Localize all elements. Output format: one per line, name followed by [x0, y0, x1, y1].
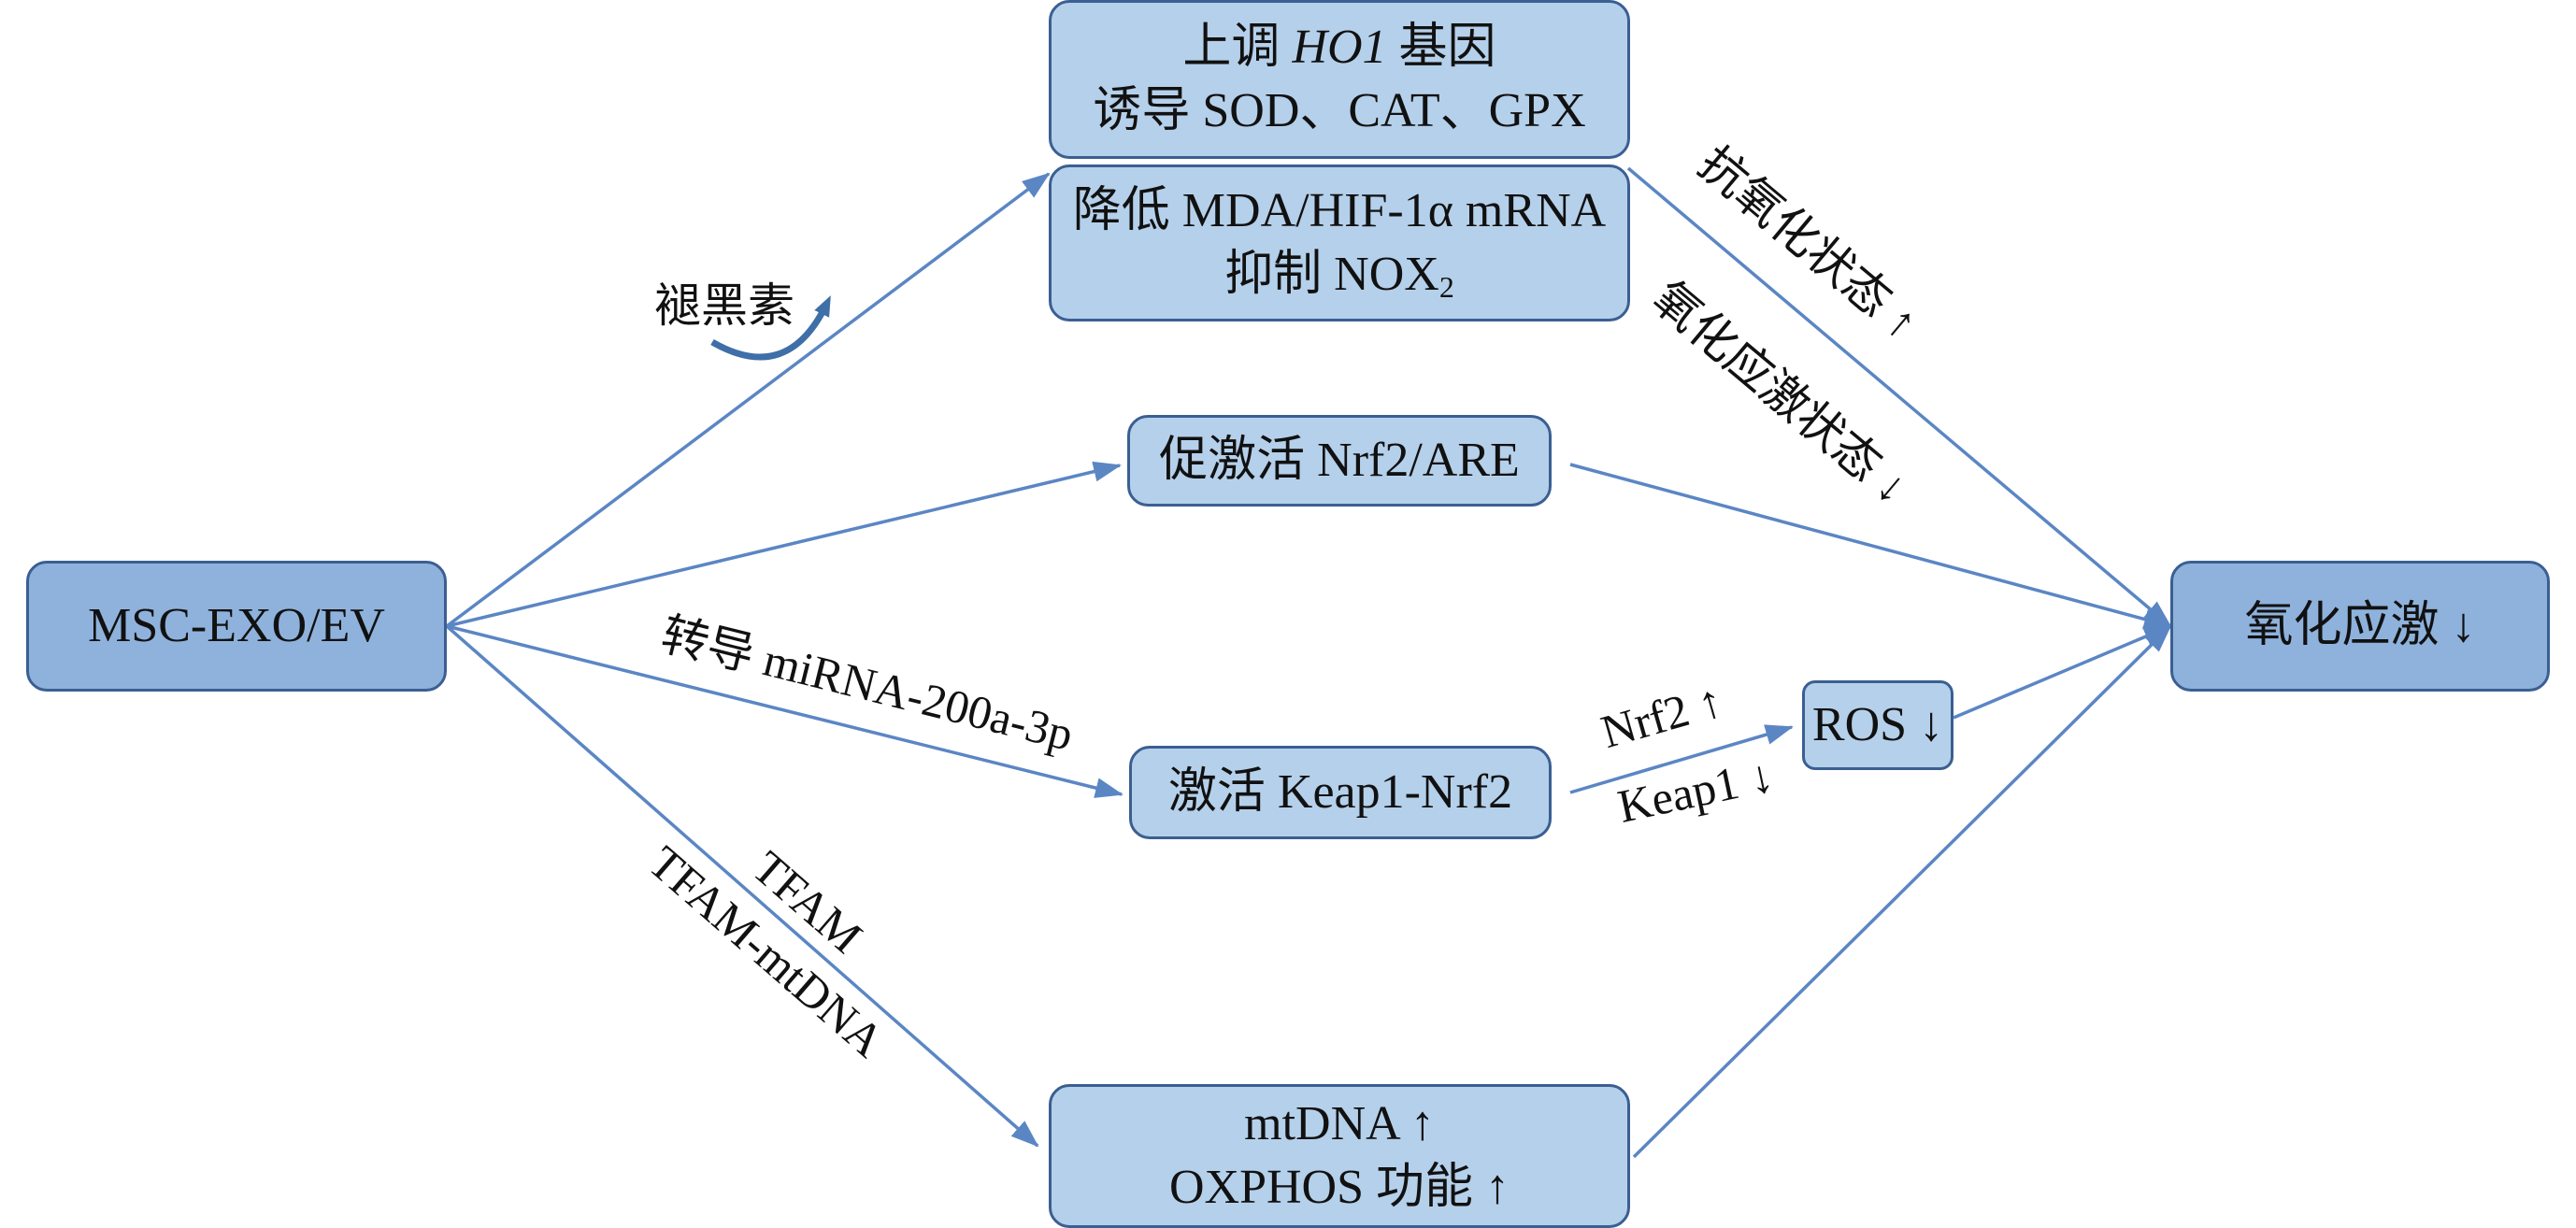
arrow-keap1-to-ros [1569, 724, 1794, 794]
keap1-nrf2-node: 激活 Keap1-Nrf2 [1129, 746, 1552, 839]
arrow-ho1-to-target [1626, 166, 2172, 628]
mda-line2: 抑制 NOX2 [1224, 248, 1454, 304]
arrow-source-to-keap1 [446, 624, 1123, 798]
arrow-ros-to-target [1953, 624, 2172, 720]
source-node: MSC-EXO/EV [26, 561, 447, 692]
mtdna-node: mtDNA ↑ OXPHOS 功能 ↑ [1049, 1084, 1630, 1228]
arrow-nrf2-are-to-target [1569, 463, 2172, 630]
mtdna-line2: OXPHOS 功能 ↑ [1168, 1161, 1510, 1214]
ho1-gene-name: HO1 [1292, 21, 1387, 75]
keap1-nrf2-label: 激活 Keap1-Nrf2 [1167, 765, 1513, 820]
arrow-source-to-nrf2-are [446, 461, 1122, 628]
melatonin-curved-arrow [710, 295, 831, 361]
arrow-source-to-mtdna [445, 624, 1039, 1148]
target-node: 氧化应激 ↓ [2170, 561, 2550, 692]
ho1-line1: 上调 HO1 基因 [1182, 21, 1496, 75]
ros-label: ROS ↓ [1811, 698, 1944, 752]
nrf2-are-label: 促激活 Nrf2/ARE [1159, 434, 1520, 488]
mda-node: 降低 MDA/HIF-1α mRNA 抑制 NOX2 [1049, 164, 1630, 321]
nox-subscript: 2 [1438, 270, 1454, 304]
source-label: MSC-EXO/EV [88, 599, 385, 653]
arrow-mtdna-to-target [1632, 624, 2172, 1159]
arrow-source-to-ho1 [445, 172, 1051, 628]
mtdna-line1: mtDNA ↑ [1244, 1097, 1435, 1151]
mda-line1: 降低 MDA/HIF-1α mRNA [1072, 184, 1607, 238]
ros-node: ROS ↓ [1802, 680, 1953, 770]
nrf2-are-node: 促激活 Nrf2/ARE [1127, 415, 1552, 507]
melatonin-label: 褪黑素 [654, 279, 794, 332]
ho1-node: 上调 HO1 基因 诱导 SOD、CAT、GPX [1049, 0, 1630, 159]
ho1-line2: 诱导 SOD、CAT、GPX [1093, 84, 1586, 137]
target-label: 氧化应激 ↓ [2244, 599, 2476, 653]
